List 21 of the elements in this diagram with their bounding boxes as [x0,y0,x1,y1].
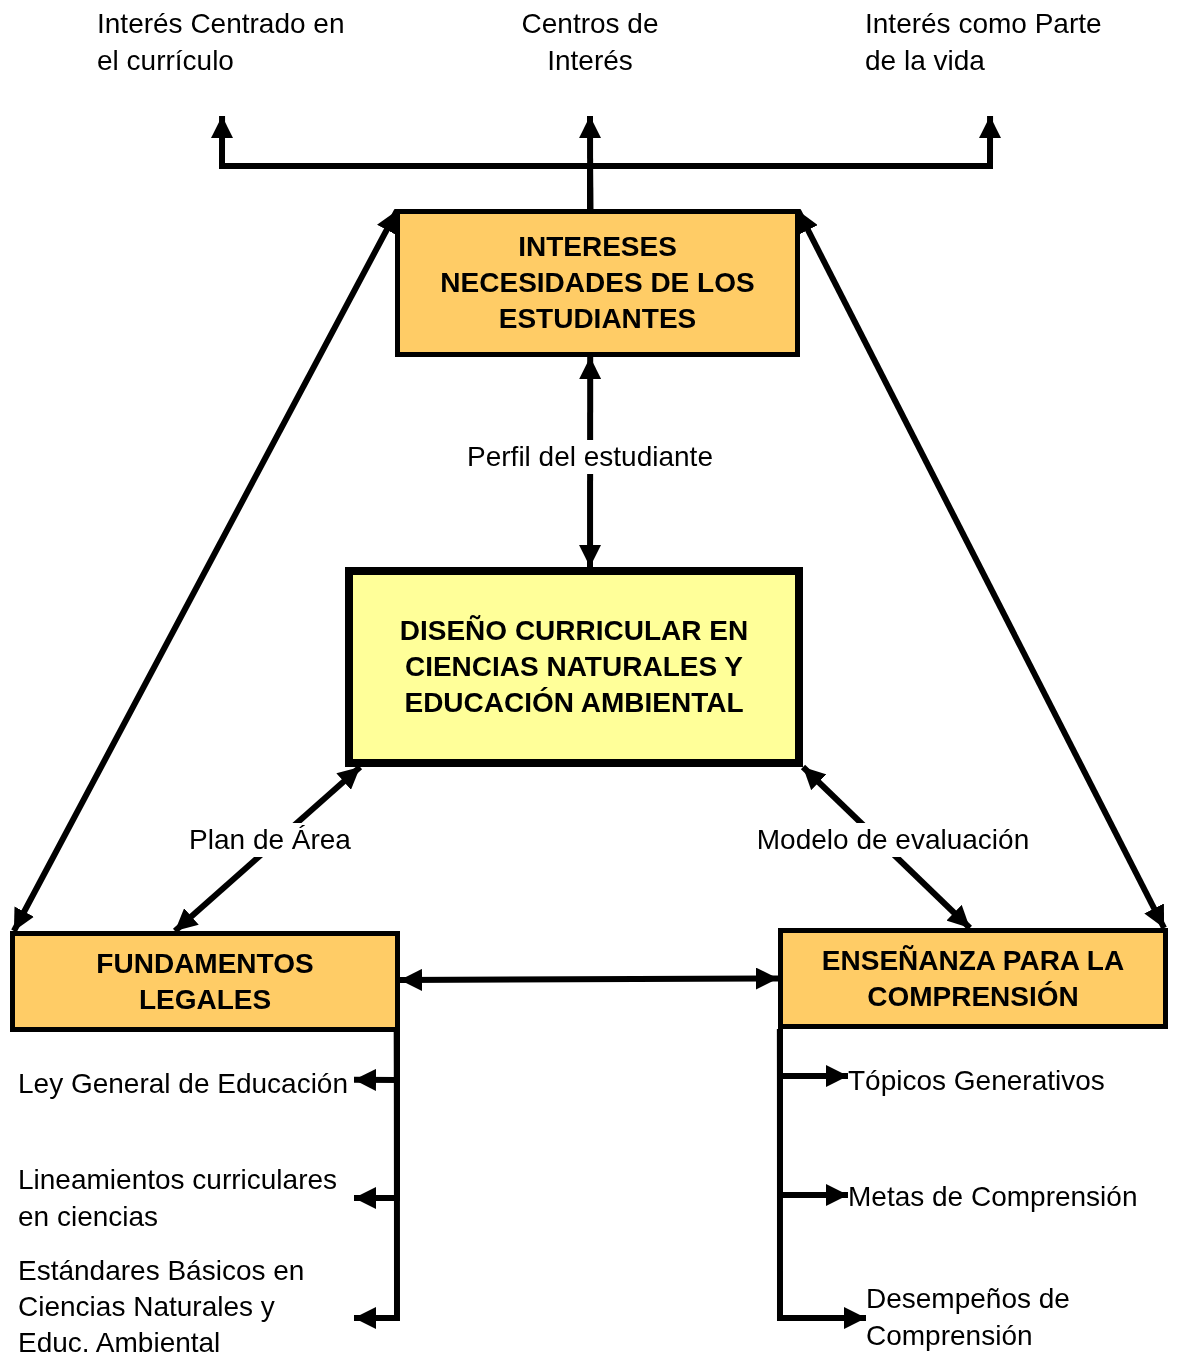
process-box [345,567,803,767]
arrow [587,116,1002,209]
process-box [778,928,1168,1029]
text-label: Interés Centrado en el currículo [97,5,357,79]
arrow [776,1029,866,1330]
box-title: DISEÑO CURRICULAR EN CIENCIAS NATURALES Y EDUCACIÓN AMBIENTAL [398,614,750,720]
box-title: ENSEÑANZA PARA LA COMPRENSIÓN [820,943,1126,1014]
arrow [354,1032,400,1329]
text-label: Metas de Comprensión [848,1178,1178,1215]
text-label: Interés como Parte de la vida [865,5,1125,79]
process-box [395,209,800,357]
text-label: Tópicos Generativos [848,1062,1168,1099]
text-label: Centros de Interés [505,5,675,79]
arrow [400,967,778,991]
text-label: Lineamientos curriculares en ciencias [18,1161,354,1235]
process-box [10,931,400,1032]
box-title: FUNDAMENTOS LEGALES [95,946,315,1017]
text-label: Estándares Básicos en Ciencias Naturales y Educ. Ambiental [18,1253,354,1361]
text-label: Ley General de Educación [18,1065,354,1139]
box-title: INTERESES NECESIDADES DE LOS ESTUDIANTES [440,230,755,336]
text-label: Desempeños de Comprensión [866,1280,1166,1354]
